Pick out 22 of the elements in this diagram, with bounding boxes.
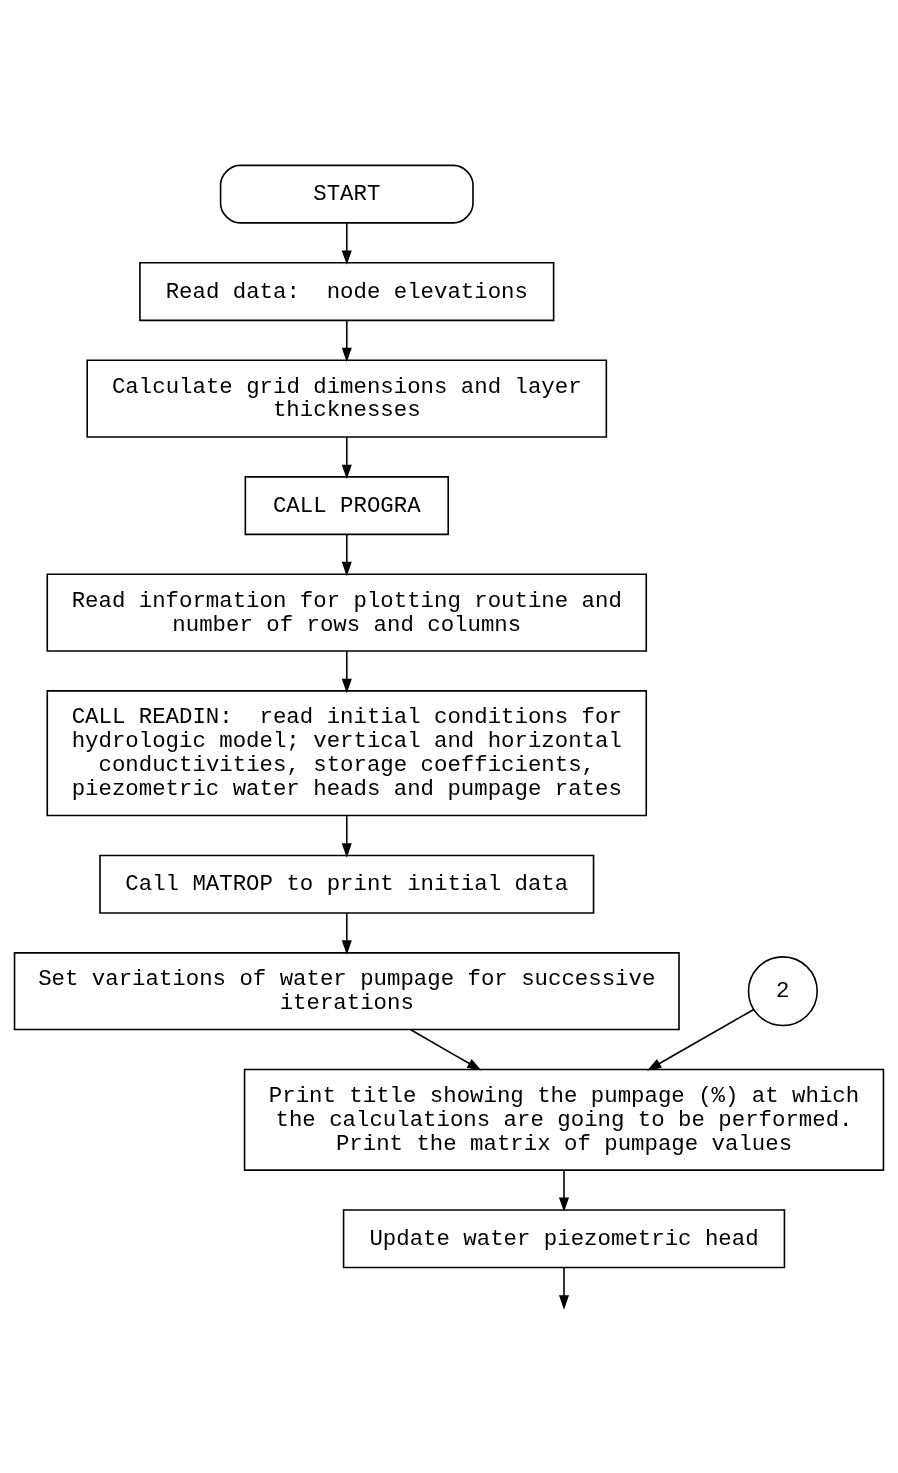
- node-box: Update water piezometric head: [342, 1208, 786, 1268]
- node-box: START: [219, 164, 474, 224]
- node-box: Call MATROP to print initial data: [99, 854, 595, 914]
- arrow: [341, 911, 352, 955]
- arrow: [341, 814, 352, 858]
- node-box: Read information for plotting routine and number of rows and columns: [46, 573, 648, 652]
- arrow: [341, 435, 352, 479]
- arrow: [409, 1028, 482, 1071]
- arrow: [341, 221, 352, 265]
- arrow: [647, 1008, 755, 1071]
- node-box: Calculate grid dimensions and layer thicknesses: [86, 358, 608, 438]
- node-circle: 2: [747, 955, 818, 1026]
- node-box: CALL READIN: read initial conditions for hydrologic model; vertical and horizontal conductivities, storage coefficients, piezometric water heads and pumpage rates: [46, 689, 648, 816]
- node-box: Read data: node elevations: [139, 261, 555, 321]
- arrow: [341, 533, 352, 576]
- node-box: Print title showing the pumpage (%) at which the calculations are going to be performed. Print the matrix of pumpage values: [243, 1068, 885, 1171]
- arrow: [341, 649, 352, 693]
- arrow: [558, 1266, 570, 1310]
- node-box: Set variations of water pumpage for successive iterations: [13, 951, 680, 1030]
- arrow: [558, 1169, 570, 1212]
- node-box: CALL PROGRA: [244, 475, 449, 535]
- arrow: [341, 319, 352, 362]
